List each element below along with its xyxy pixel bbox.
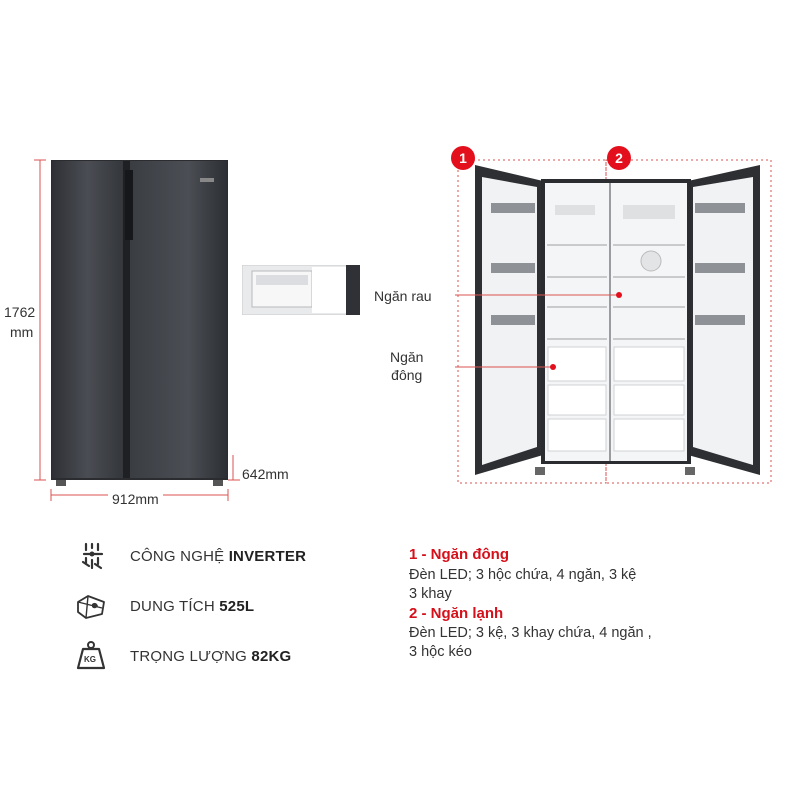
callout-freezer: Ngăn đông	[390, 348, 423, 384]
spec-weight-value: 82KG	[251, 648, 292, 665]
weight-icon-text: KG	[84, 655, 96, 664]
spec-inverter-value: INVERTER	[228, 548, 307, 565]
compartment-2: 2 - Ngăn lạnh Đèn LED; 3 kệ, 3 khay chứa…	[409, 605, 769, 662]
inverter-chip-icon	[80, 542, 106, 575]
height-dimension-value: 1762	[4, 304, 36, 320]
spec-weight: KG TRỌNG LƯỢNG 82KG	[70, 640, 350, 672]
compartment-2-title: 2 - Ngăn lạnh	[409, 605, 504, 622]
compartment-1-line1: Đèn LED; 3 hộc chứa, 4 ngăn, 3 kệ	[409, 567, 637, 583]
spec-weight-label: TRỌNG LƯỢNG	[130, 648, 252, 665]
spec-capacity-label: DUNG TÍCH	[130, 598, 220, 615]
depth-dimension: 642mm	[242, 466, 289, 482]
compartment-2-line2: 3 hộc kéo	[409, 644, 472, 660]
door-bin-thumbnail	[241, 264, 361, 316]
height-dimension-unit: mm	[10, 324, 34, 340]
closed-fridge-illustration	[0, 150, 240, 520]
spec-inverter-label: CÔNG NGHỆ	[130, 548, 229, 565]
spec-capacity-value: 525L	[219, 598, 255, 615]
callout-freezer-line1: Ngăn	[390, 349, 424, 365]
open-fridge-illustration	[455, 155, 775, 485]
spec-capacity: DUNG TÍCH 525L	[70, 592, 350, 622]
compartment-1: 1 - Ngăn đông Đèn LED; 3 hộc chứa, 4 ngă…	[409, 546, 769, 604]
callout-freezer-line2: đông	[391, 367, 423, 383]
callout-veg-drawer: Ngăn rau	[374, 288, 432, 304]
compartment-1-title: 1 - Ngăn đông	[409, 546, 509, 563]
closed-fridge-svg	[34, 159, 240, 501]
zone-2-badge: 2	[607, 146, 631, 170]
compartment-2-line1: Đèn LED; 3 kệ, 3 khay chứa, 4 ngăn ,	[409, 625, 652, 641]
compartment-1-line2: 3 khay	[409, 586, 452, 602]
zone-1-badge: 1	[451, 146, 475, 170]
width-dimension: 912mm	[108, 491, 163, 507]
weight-kg-icon	[76, 640, 106, 675]
spec-inverter: CÔNG NGHỆ INVERTER	[70, 542, 350, 572]
capacity-icon	[74, 592, 108, 625]
